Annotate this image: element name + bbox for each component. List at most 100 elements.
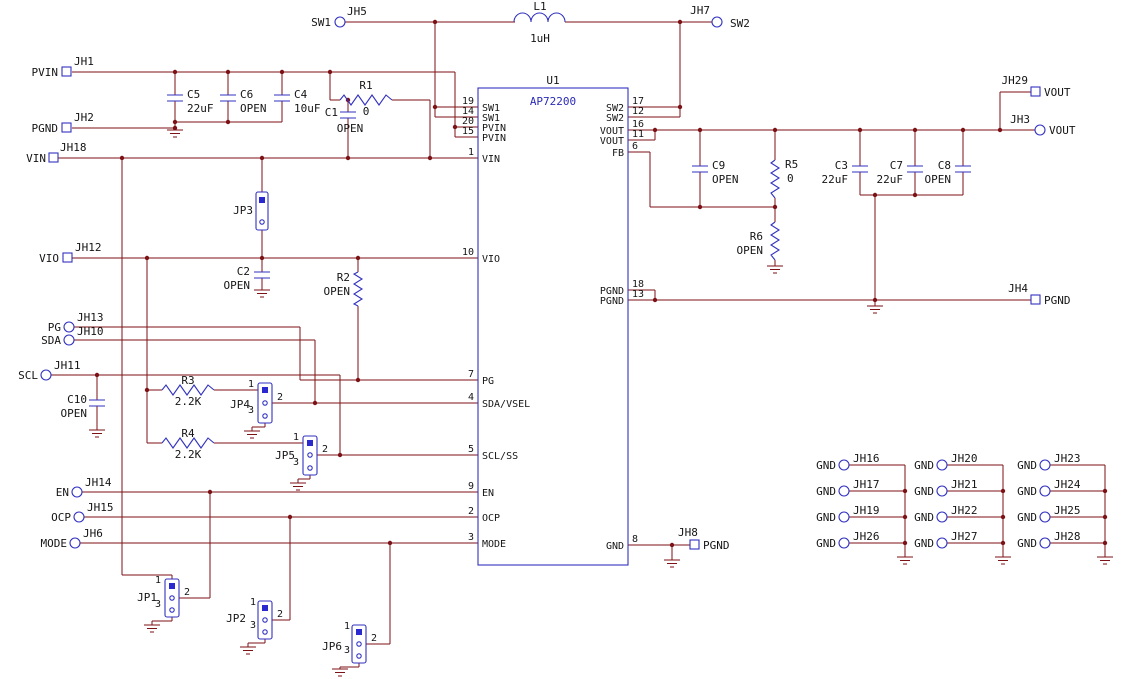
- value-label: OPEN: [712, 173, 739, 186]
- capacitor-c4: C4 10uF: [274, 88, 321, 115]
- connector-jh11: SCL JH11: [18, 359, 80, 382]
- gnd-label: GND: [816, 511, 836, 524]
- pin-name: SW1: [482, 113, 500, 124]
- pin-number: 12: [632, 106, 644, 117]
- capacitor-c7: C7 22uF: [877, 159, 923, 186]
- connector-label: JH13: [77, 311, 104, 324]
- pin-name: PG: [482, 376, 494, 387]
- jumper-jp5: 1 2 3 JP5: [275, 432, 328, 476]
- ref-label: R1: [359, 79, 372, 92]
- capacitor-c6: C6 OPEN: [220, 88, 267, 115]
- value-label: 22uF: [877, 173, 904, 186]
- value-label: OPEN: [337, 122, 364, 135]
- signal-label: SDA: [41, 334, 61, 347]
- connector-jh5: SW1 JH5: [311, 5, 367, 29]
- pin-number: 6: [632, 141, 638, 152]
- pin-number: 3: [248, 405, 254, 416]
- capacitor-symbol: [167, 94, 183, 102]
- resistor-symbol: [769, 159, 781, 199]
- capacitor-c3: C3 22uF: [822, 159, 868, 186]
- ref-label: JP1: [137, 591, 157, 604]
- resistor-r4: R4 2.2K: [161, 427, 215, 461]
- connector-circle: [936, 485, 948, 497]
- connector-jh14: EN JH14: [56, 476, 112, 499]
- connector-circle: [334, 16, 346, 28]
- connector-label: JH14: [85, 476, 112, 489]
- connector-label: JH19: [853, 504, 880, 517]
- connector-jh29: JH29 VOUT: [1002, 74, 1071, 99]
- gnd-label: GND: [1017, 537, 1037, 550]
- connector-label: JH24: [1054, 478, 1081, 491]
- pin-name: SCL/SS: [482, 451, 518, 462]
- pin-name: EN: [482, 488, 494, 499]
- value-label: 10uF: [294, 102, 321, 115]
- gnd-label: GND: [1017, 511, 1037, 524]
- pin-number: 1: [293, 432, 299, 443]
- connector-label: JH20: [951, 452, 978, 465]
- connector-jh1: PVIN JH1: [32, 55, 94, 79]
- gnd-label: GND: [816, 485, 836, 498]
- jumper-jp4: 1 2 3 JP4: [230, 379, 283, 424]
- ref-label: JP6: [322, 640, 342, 653]
- jumper-jp2: 1 2 3 JP2: [226, 597, 283, 640]
- connector-label: JH10: [77, 325, 104, 338]
- jumper-pin3-pad: [307, 465, 313, 471]
- ref-label: R6: [750, 230, 763, 243]
- resistor-symbol: [161, 384, 215, 396]
- jumper-pin2-pad: [262, 400, 268, 406]
- connector-square: [61, 122, 72, 133]
- pin-name: VOUT: [600, 136, 624, 147]
- gnd-label: GND: [816, 459, 836, 472]
- resistor-r1: R1 0: [339, 79, 393, 118]
- signal-label: PVIN: [32, 66, 59, 79]
- ref-label: R4: [181, 427, 195, 440]
- gnd-label: GND: [1017, 485, 1037, 498]
- jumper-pin1-pad: [307, 440, 313, 446]
- resistor-symbol: [161, 437, 215, 449]
- connector-label: JH28: [1054, 530, 1081, 543]
- pin-number: 5: [468, 444, 474, 455]
- resistor-r3: R3 2.2K: [161, 374, 215, 408]
- jumper-pin2-pad: [307, 452, 313, 458]
- connector-circle: [63, 334, 75, 346]
- inductor-l1: L1 1uH: [513, 0, 566, 45]
- pin-number: 1: [468, 147, 474, 158]
- resistor-r2: R2 OPEN: [324, 271, 364, 307]
- ref-label: C5: [187, 88, 200, 101]
- connector-square: [1030, 86, 1041, 97]
- ref-label: JP3: [233, 204, 253, 217]
- connector-label: JH8: [678, 526, 698, 539]
- pin-number: 2: [371, 633, 377, 644]
- connector-square: [689, 539, 700, 550]
- ref-label: JP4: [230, 398, 250, 411]
- jumper-jp1: 1 2 3 JP1: [137, 575, 190, 618]
- resistor-r5: R5 0: [769, 158, 798, 199]
- jumper-pin2-pad: [169, 595, 175, 601]
- jumper-pin3-pad: [169, 607, 175, 613]
- connector-circle: [838, 511, 850, 523]
- value-label: 2.2K: [175, 395, 202, 408]
- connector-label: JH16: [853, 452, 880, 465]
- pin-name: PVIN: [482, 123, 506, 134]
- ref-label: C3: [835, 159, 848, 172]
- connector-circle: [1039, 459, 1051, 471]
- value-label: OPEN: [925, 173, 952, 186]
- connector-circle: [936, 459, 948, 471]
- connector-circle: [711, 16, 723, 28]
- capacitor-c8: C8 OPEN: [925, 159, 971, 186]
- connector-circle: [71, 486, 83, 498]
- value-label: OPEN: [324, 285, 351, 298]
- connector-label: JH25: [1054, 504, 1081, 517]
- connector-label: JH6: [83, 527, 103, 540]
- signal-label: PGND: [703, 539, 730, 552]
- connector-jh4: JH4 PGND: [1008, 282, 1070, 307]
- pin-number: 2: [468, 506, 474, 517]
- capacitor-c10: C10 OPEN: [61, 393, 105, 420]
- signal-label: VIO: [39, 252, 59, 265]
- capacitor-symbol: [955, 165, 971, 173]
- pin-name: PGND: [600, 296, 624, 307]
- signal-label: PGND: [1044, 294, 1071, 307]
- gnd-label: GND: [816, 537, 836, 550]
